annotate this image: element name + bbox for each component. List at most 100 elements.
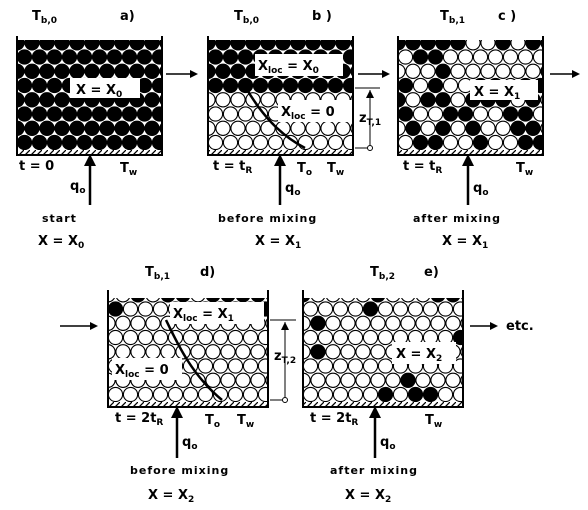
bed-particle [17, 49, 33, 65]
mole-fraction-label-e: X = X2 [396, 347, 442, 364]
bed-particle [176, 298, 190, 303]
bed-particle [39, 63, 55, 79]
bed-particle [31, 49, 48, 65]
bed-particle [108, 364, 109, 368]
bed-particle [332, 386, 349, 402]
bed-particle [412, 106, 429, 122]
bed-particle [236, 298, 250, 303]
bed-particle [355, 315, 371, 331]
bed-particle [208, 55, 209, 59]
bed-particle [420, 120, 436, 136]
bed-particle [362, 358, 379, 374]
bed-particle [257, 386, 268, 402]
bed-particle [215, 63, 231, 79]
bed-particle [356, 298, 370, 303]
bed-particle [24, 63, 40, 79]
bed-particle [532, 49, 543, 65]
local-fraction-bottom-d: Xloc = 0 [115, 363, 169, 380]
bed-particle [370, 344, 386, 360]
bed-particle [69, 40, 85, 51]
bed-particle [208, 40, 216, 51]
bed-particle [525, 40, 541, 51]
bed-particle [495, 63, 511, 79]
panel-letter-d: d) [200, 265, 215, 280]
bed-particle [121, 134, 138, 150]
bed-particle [517, 134, 534, 150]
bed-particle [205, 344, 221, 360]
bed-particle [525, 63, 541, 79]
bed-particle [332, 301, 349, 317]
state-label-b: X = X1 [255, 234, 301, 251]
bed-particle [17, 84, 18, 87]
vessel-wall-c [397, 36, 544, 156]
bed-particle [227, 358, 244, 374]
heat-flux-arrow-e [369, 406, 381, 458]
bed-particle [144, 120, 160, 136]
bed-particle [130, 344, 146, 360]
bed-particle [407, 301, 424, 317]
bed-particle [415, 315, 431, 331]
bed-particle [480, 63, 496, 79]
bed-particle [427, 106, 444, 122]
bed-particle [468, 330, 482, 344]
penetration-depth-dim-b [355, 87, 380, 151]
bed-particle [473, 21, 487, 35]
insulated-bottom-a [17, 150, 162, 155]
bed-particle [208, 92, 216, 108]
bed-particle [167, 135, 181, 149]
bed-particle [145, 344, 161, 360]
bed-particle [152, 386, 169, 402]
bed-particle [136, 106, 153, 122]
bed-particle [517, 49, 534, 65]
caption-a: start [42, 212, 77, 225]
bed-particle [121, 49, 138, 65]
bed-particle [362, 329, 379, 346]
bed-particle [146, 298, 160, 303]
mole-fraction-label-c: X = X1 [474, 85, 520, 102]
bed-particle [122, 329, 139, 346]
bed-particle [518, 21, 532, 35]
time-label-c: t = tR [403, 159, 442, 176]
bed-particle [129, 63, 145, 79]
bed-particle [24, 92, 40, 108]
bed-particle [393, 273, 407, 287]
bed-particle [431, 298, 445, 303]
bed-particle [182, 329, 199, 346]
bed-particle [258, 273, 272, 287]
bed-particle [532, 106, 543, 122]
bed-particle [416, 298, 430, 303]
bed-particle [442, 134, 459, 150]
bed-particle [312, 77, 329, 94]
bed-particle [487, 49, 504, 65]
bed-particle [450, 40, 466, 51]
bed-particle [31, 106, 48, 122]
bed-particle [237, 77, 254, 94]
bed-particle [472, 134, 489, 150]
bed-particle [122, 301, 139, 317]
bed-particle [160, 344, 176, 360]
bed-particle [137, 21, 151, 35]
bed-particle [228, 273, 242, 287]
bed-particle [303, 301, 319, 317]
bed-particle [61, 49, 78, 65]
bed-particle [208, 112, 209, 116]
bed-particle [371, 298, 385, 303]
bed-particle [340, 315, 356, 331]
bed-particle [17, 40, 25, 51]
bed-particle [215, 120, 231, 136]
bed-particle [320, 40, 336, 51]
bed-particle [400, 372, 416, 388]
wall-temp-label-a: Tw [120, 161, 137, 178]
bed-particle [325, 372, 341, 388]
bed-particle [457, 134, 474, 150]
bed-particle [116, 298, 130, 303]
bed-particle [370, 315, 386, 331]
bed-particle [405, 120, 421, 136]
bed-particle [24, 120, 40, 136]
panel-letter-a: a) [120, 9, 135, 24]
heat-flux-label-e: qo [380, 435, 396, 452]
bed-particle [251, 298, 265, 303]
penetration-depth-label-d: zT,2 [274, 349, 296, 366]
wall-temp-label-c: Tw [516, 161, 533, 178]
bed-particle [208, 106, 224, 122]
